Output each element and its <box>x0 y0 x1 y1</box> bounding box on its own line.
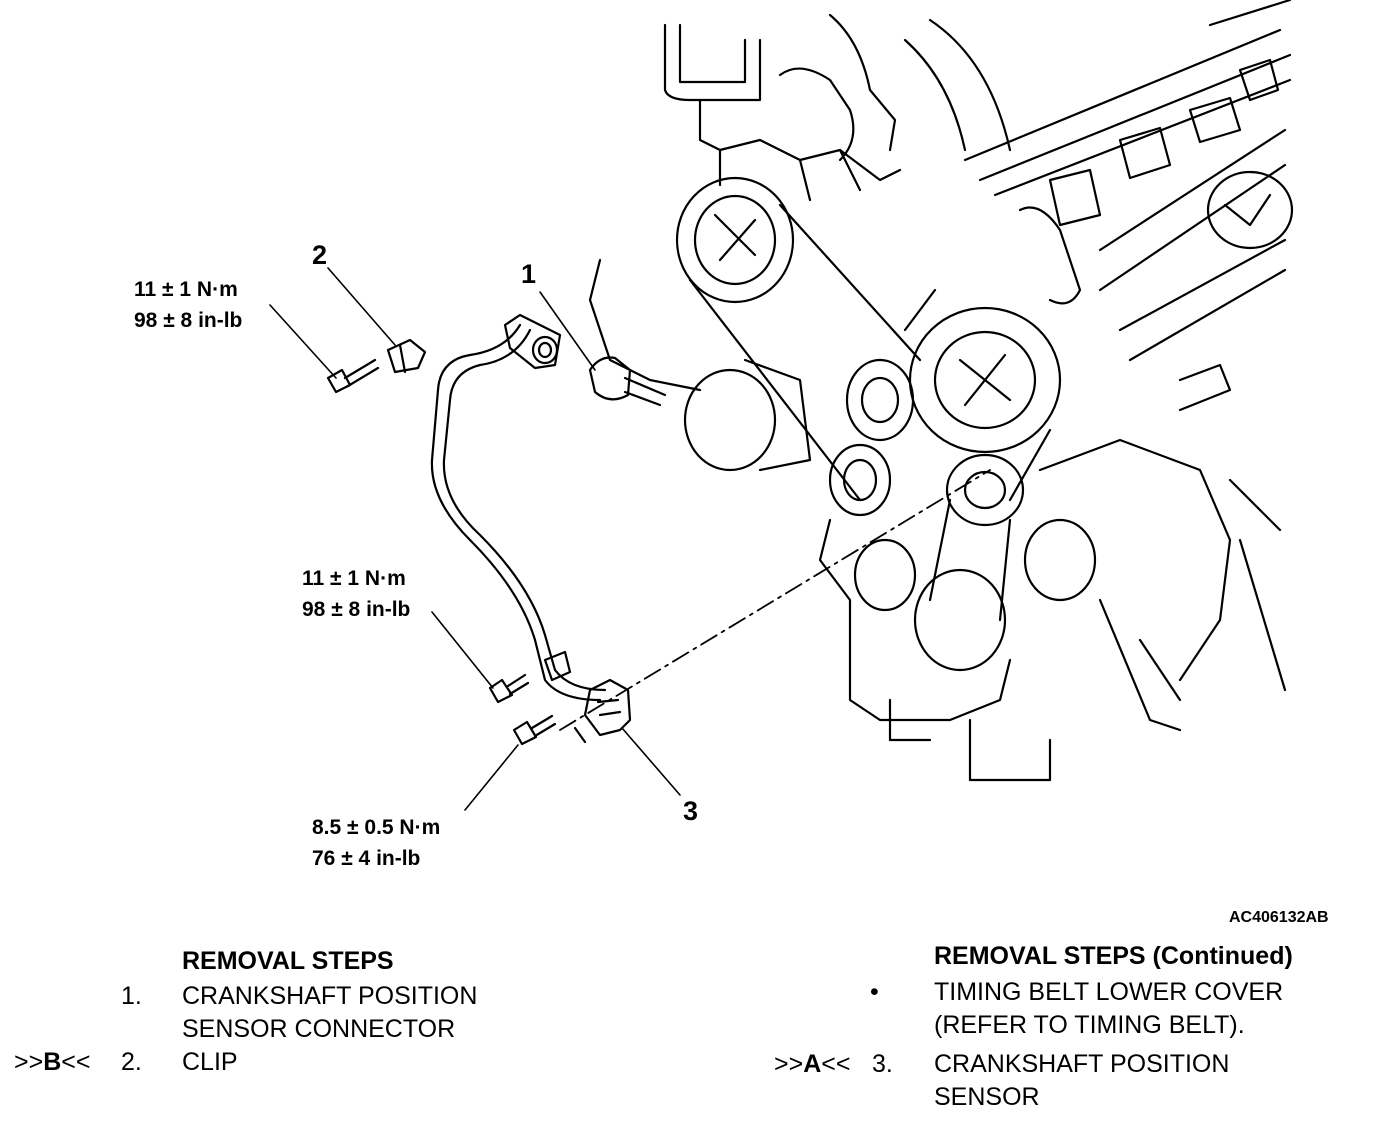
engine-illustration <box>269 0 1294 811</box>
timing-belt <box>675 176 1062 622</box>
step-text: CRANKSHAFT POSITION SENSOR <box>934 1050 1230 1111</box>
removal-step-1: 1. CRANKSHAFT POSITION SENSOR CONNECTOR <box>0 980 700 1050</box>
callout-2: 2 <box>312 240 328 270</box>
intake-manifold <box>663 0 1292 362</box>
torque-nm: 11 ± 1 N·m <box>302 567 406 590</box>
step-number: 3. <box>872 1050 893 1078</box>
cam-cap <box>1206 170 1294 250</box>
removal-step-2: >>B<< 2. CLIP <box>0 1046 700 1086</box>
step-mark: >>B<< <box>14 1048 91 1076</box>
step-mark: >>A<< <box>774 1050 851 1078</box>
torque-clip-bolt: 11 ± 1 N·m 98 ± 8 in-lb <box>134 274 242 336</box>
sensor-bolt-icon <box>512 714 557 746</box>
crankshaft-position-sensor <box>573 678 632 744</box>
torque-nm: 8.5 ± 0.5 N·m <box>312 816 441 839</box>
removal-step-3: >>A<< 3. CRANKSHAFT POSITION SENSOR <box>700 1048 1392 1118</box>
leader-2 <box>327 267 396 346</box>
torque-inlb: 76 ± 4 in-lb <box>312 847 421 870</box>
step-text: CRANKSHAFT POSITION SENSOR CONNECTOR <box>182 982 478 1043</box>
torque-sensor-bolt: 8.5 ± 0.5 N·m 76 ± 4 in-lb <box>312 812 440 874</box>
callout-3: 3 <box>683 796 699 826</box>
alignment-line <box>559 469 991 731</box>
harness-clip <box>386 338 427 374</box>
sensor-harness <box>430 323 607 702</box>
leader-sensor-bolt <box>464 744 519 811</box>
leader-clip-bolt <box>269 304 337 379</box>
leader-3 <box>621 727 681 796</box>
clip-bolt-icon <box>326 358 380 394</box>
removal-steps-title: REMOVAL STEPS <box>182 947 394 975</box>
step-text: TIMING BELT LOWER COVER (REFER TO TIMING… <box>934 978 1284 1039</box>
leader-1 <box>539 291 596 371</box>
torque-inlb: 98 ± 8 in-lb <box>134 309 243 332</box>
figure-code: AC406132AB <box>1229 909 1329 926</box>
step-number: • <box>870 978 879 1006</box>
torque-inlb: 98 ± 8 in-lb <box>302 598 411 621</box>
sensor-connector <box>503 313 667 407</box>
removal-step-bullet: • TIMING BELT LOWER COVER (REFER TO TIMI… <box>700 976 1392 1046</box>
callout-1: 1 <box>521 259 537 289</box>
engine-block <box>588 258 1287 782</box>
step-text: CLIP <box>182 1048 238 1076</box>
step-number: 2. <box>121 1048 142 1076</box>
torque-nm: 11 ± 1 N·m <box>134 278 238 301</box>
leader-bracket-bolt <box>431 611 494 689</box>
bracket-bolt-icon <box>488 650 572 704</box>
step-number: 1. <box>121 982 142 1010</box>
removal-steps-continued-title: REMOVAL STEPS (Continued) <box>934 942 1293 970</box>
torque-bracket-bolt: 11 ± 1 N·m 98 ± 8 in-lb <box>302 563 410 625</box>
